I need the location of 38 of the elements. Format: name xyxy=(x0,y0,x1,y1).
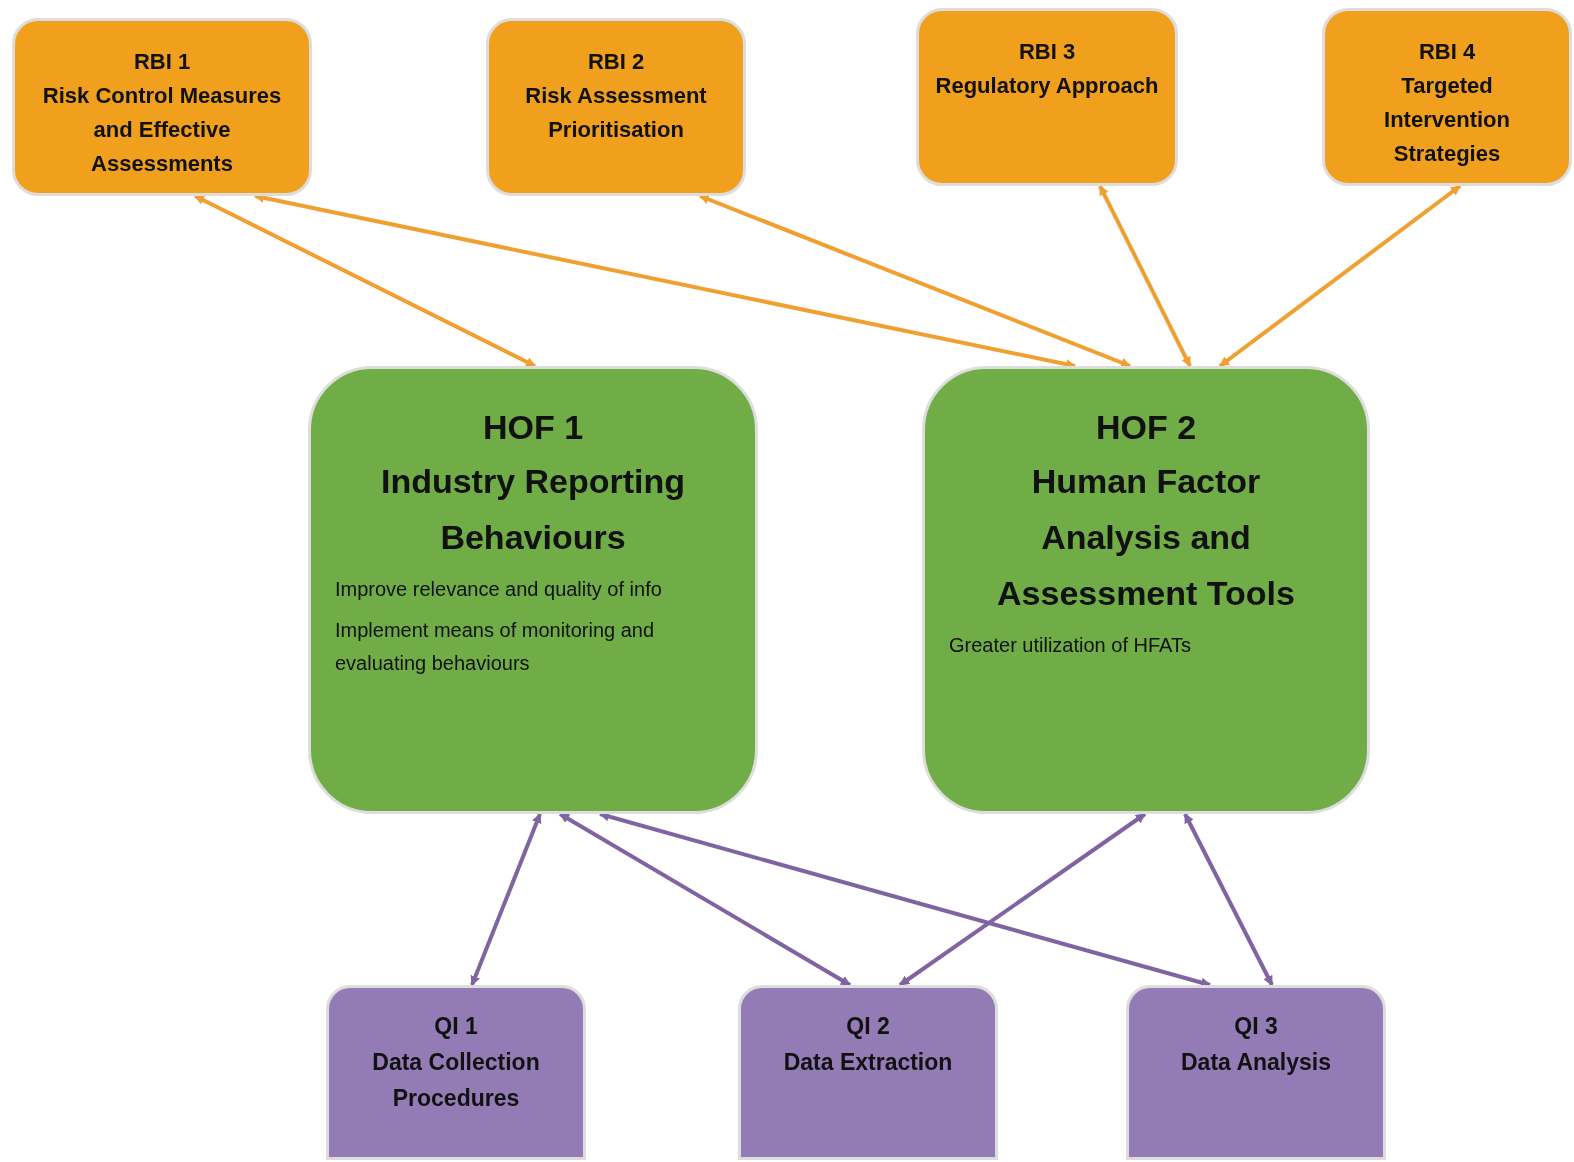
node-label: Data Collection Procedures xyxy=(371,1048,541,1113)
node-label: Targeted Intervention Strategies xyxy=(1383,72,1511,168)
focus-box xyxy=(308,366,758,814)
double-arrow xyxy=(1218,184,1462,368)
double-arrow xyxy=(194,194,536,368)
focus-box xyxy=(922,366,1370,814)
double-arrow xyxy=(470,813,542,986)
node-note: Implement means of monitoring and evaluating behaviours xyxy=(335,618,656,676)
node-heading: RBI 1 xyxy=(132,48,192,76)
node-heading: RBI 3 xyxy=(1017,38,1077,66)
node-label: Data Analysis xyxy=(1180,1048,1332,1077)
initiative-box xyxy=(12,18,312,196)
double-arrow xyxy=(1183,813,1274,986)
node-heading: RBI 4 xyxy=(1417,38,1477,66)
double-arrow xyxy=(559,812,851,987)
quality-box xyxy=(326,985,586,1160)
node-label: Data Extraction xyxy=(782,1048,954,1077)
double-arrow xyxy=(1098,185,1192,367)
node-heading: QI 1 xyxy=(433,1012,479,1041)
quality-box xyxy=(738,985,998,1160)
node-heading: HOF 2 xyxy=(1094,407,1198,448)
node-title: Industry Reporting Behaviours xyxy=(379,461,687,558)
node-heading: HOF 1 xyxy=(481,407,585,448)
node-heading: RBI 2 xyxy=(586,48,646,76)
initiative-box xyxy=(486,18,746,196)
node-title: Human Factor Analysis and Assessment Tools xyxy=(996,461,1296,614)
double-arrow xyxy=(898,812,1147,987)
quality-box xyxy=(1126,985,1386,1160)
node-heading: QI 2 xyxy=(845,1012,891,1041)
node-heading: QI 3 xyxy=(1233,1012,1279,1041)
node-label: Risk Control Measures and Effective Assessments xyxy=(41,82,283,178)
double-arrow xyxy=(699,194,1131,368)
initiative-box xyxy=(916,8,1178,186)
node-note: Improve relevance and quality of info xyxy=(335,577,663,602)
node-label: Risk Assessment Prioritisation xyxy=(524,82,708,144)
node-label: Regulatory Approach xyxy=(934,72,1160,100)
initiative-box xyxy=(1322,8,1572,186)
node-note: Greater utilization of HFATs xyxy=(949,633,1192,658)
